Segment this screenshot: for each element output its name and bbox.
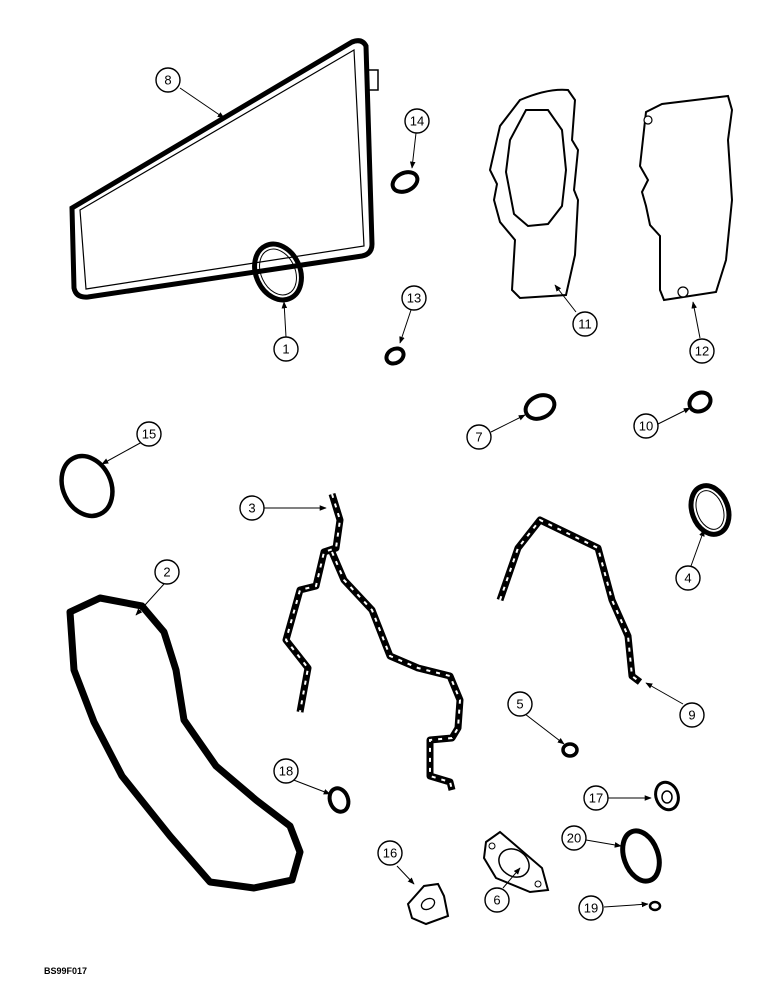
part-12-cooler-gasket	[638, 94, 734, 302]
part-1-seal-ring	[252, 241, 304, 303]
svg-text:16: 16	[383, 846, 397, 861]
callout-13: 13	[401, 285, 427, 311]
svg-text:8: 8	[164, 73, 171, 88]
part-2-front-cover-gasket	[66, 594, 304, 892]
svg-text:7: 7	[475, 430, 482, 445]
figure-code: BS99F017	[44, 966, 88, 976]
part-20-large-seal	[620, 828, 662, 884]
part-9-rear-gasket	[496, 516, 643, 685]
part-5-small-o-ring	[561, 742, 579, 758]
callout-18: 18	[273, 758, 299, 784]
leader-lines	[101, 87, 705, 908]
svg-text:19: 19	[584, 901, 598, 916]
part-6-flange-gasket	[482, 830, 550, 894]
svg-text:18: 18	[279, 764, 293, 779]
callout-11: 11	[572, 311, 598, 337]
callout-12: 12	[689, 338, 715, 364]
callout-5: 5	[507, 691, 533, 717]
part-18-o-ring	[327, 786, 351, 814]
callout-14: 14	[404, 108, 430, 134]
callout-20: 20	[561, 825, 587, 851]
part-4-rear-seal	[688, 483, 732, 537]
part-3-housing-gasket	[282, 492, 464, 791]
svg-text:6: 6	[493, 893, 500, 908]
callout-3: 3	[239, 495, 265, 521]
svg-text:17: 17	[589, 791, 603, 806]
svg-text:11: 11	[578, 317, 592, 332]
callout-6: 6	[484, 887, 510, 913]
part-16-flange-gasket	[406, 882, 450, 926]
callout-17: 17	[583, 785, 609, 811]
svg-text:4: 4	[684, 571, 691, 586]
part-17-seal-washer	[654, 780, 680, 812]
part-19-tiny-o-ring	[648, 900, 662, 912]
svg-text:1: 1	[282, 342, 289, 357]
callout-19: 19	[578, 895, 604, 921]
part-10-seal-ring	[687, 390, 713, 414]
svg-text:2: 2	[163, 565, 170, 580]
callout-16: 16	[377, 840, 403, 866]
part-7-seal-ring	[523, 393, 557, 421]
part-14-seal-ring	[390, 170, 420, 194]
svg-text:13: 13	[407, 291, 421, 306]
svg-text:12: 12	[695, 344, 709, 359]
part-11-cover-gasket	[488, 88, 580, 300]
svg-text:9: 9	[688, 708, 695, 723]
svg-text:20: 20	[567, 831, 581, 846]
callout-1: 1	[273, 336, 299, 362]
svg-text:15: 15	[142, 427, 156, 442]
callout-2: 2	[154, 559, 180, 585]
part-13-small-seal	[384, 346, 406, 366]
callout-9: 9	[679, 702, 705, 728]
part-8-rocker-cover-gasket	[69, 38, 379, 300]
svg-text:14: 14	[410, 114, 424, 129]
callout-8: 8	[155, 67, 181, 93]
svg-text:10: 10	[639, 419, 653, 434]
callout-15: 15	[136, 421, 162, 447]
callout-4: 4	[675, 565, 701, 591]
callout-10: 10	[633, 413, 659, 439]
callout-7: 7	[466, 424, 492, 450]
svg-text:3: 3	[248, 501, 255, 516]
part-15-large-o-ring	[59, 453, 115, 519]
svg-text:5: 5	[516, 697, 523, 712]
